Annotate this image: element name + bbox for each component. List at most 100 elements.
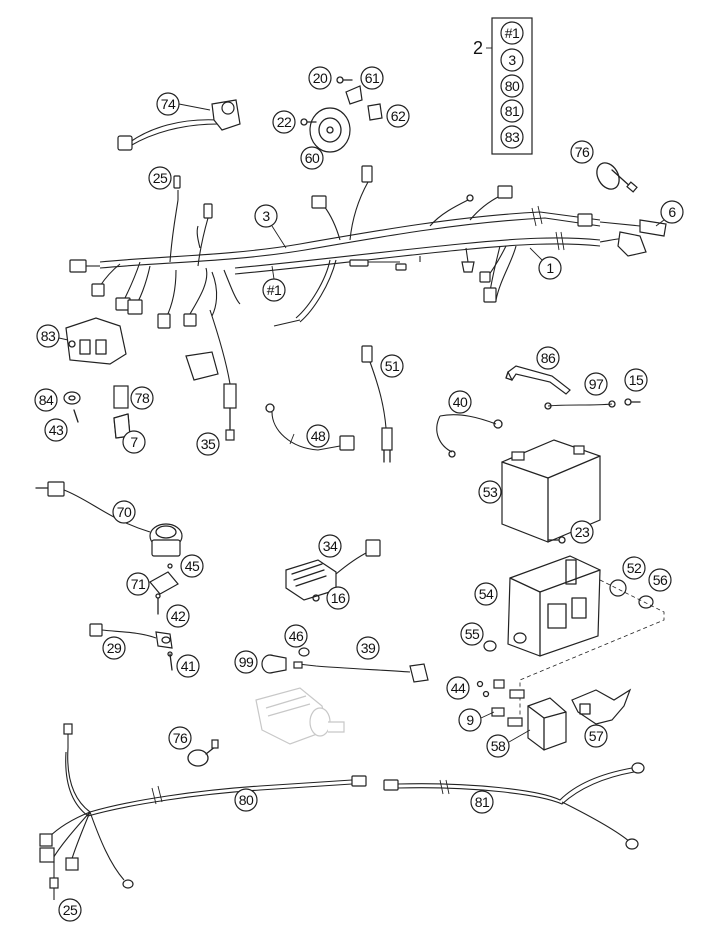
ignition-70 (35, 481, 183, 557)
svg-text:60: 60 (305, 150, 320, 166)
callout-70: 70 (112, 500, 136, 524)
callout-83: 83 (36, 324, 60, 348)
callout-7: 7 (122, 430, 146, 454)
callout-55: 55 (460, 622, 484, 646)
relay-78-7 (113, 385, 131, 439)
grommet-84 (63, 391, 81, 423)
callout-h1: #1 (262, 278, 286, 302)
kit-item-80: 80 (500, 74, 524, 98)
horn-bracket-61 (345, 85, 363, 105)
holder-57 (571, 688, 632, 725)
callout-56: 56 (648, 568, 672, 592)
strap-86 (505, 365, 571, 395)
svg-text:7: 7 (130, 434, 138, 450)
kit-group: 2 #1 3 80 81 83 (473, 17, 533, 155)
callout-80: 80 (234, 788, 258, 812)
callout-40: 40 (448, 390, 472, 414)
cable-48 (265, 403, 355, 451)
callout-78: 78 (130, 386, 154, 410)
svg-text:83: 83 (505, 129, 520, 145)
svg-text:81: 81 (475, 794, 490, 810)
screw-15 (624, 398, 641, 406)
main-harness (69, 165, 667, 329)
svg-text:83: 83 (41, 328, 56, 344)
cable-tie-76-bottom (187, 739, 219, 767)
callout-44: 44 (446, 676, 470, 700)
callout-61: 61 (360, 66, 384, 90)
svg-text:97: 97 (589, 376, 604, 392)
svg-text:56: 56 (653, 572, 668, 588)
callout-58: 58 (486, 734, 510, 758)
callout-41: 41 (176, 654, 200, 678)
svg-text:45: 45 (185, 558, 200, 574)
callout-76-top: 76 (570, 140, 594, 164)
callout-25-top: 25 (148, 166, 172, 190)
callout-97: 97 (584, 372, 608, 396)
svg-text:81: 81 (505, 103, 520, 119)
cable-tie-76-top (596, 162, 638, 193)
callout-62: 62 (386, 104, 410, 128)
svg-text:41: 41 (181, 658, 196, 674)
mount-71 (149, 563, 179, 615)
callout-57: 57 (584, 724, 608, 748)
svg-text:25: 25 (153, 170, 168, 186)
svg-text:71: 71 (131, 576, 146, 592)
kit-item-h1: #1 (500, 21, 524, 45)
callout-34: 34 (318, 534, 342, 558)
svg-text:62: 62 (391, 108, 406, 124)
svg-text:44: 44 (451, 680, 466, 696)
svg-text:34: 34 (323, 538, 338, 554)
svg-text:6: 6 (668, 204, 676, 220)
svg-text:76: 76 (173, 730, 188, 746)
svg-text:84: 84 (39, 392, 54, 408)
svg-text:25: 25 (63, 902, 78, 918)
svg-text:58: 58 (491, 738, 506, 754)
svg-text:55: 55 (465, 626, 480, 642)
callout-46: 46 (284, 624, 308, 648)
callout-6: 6 (660, 200, 684, 224)
callout-48: 48 (306, 424, 330, 448)
horn-60 (309, 107, 351, 153)
callout-54: 54 (474, 582, 498, 606)
svg-text:43: 43 (49, 422, 64, 438)
callout-45: 45 (180, 554, 204, 578)
callout-86: 86 (536, 346, 560, 370)
svg-text:3: 3 (508, 52, 516, 68)
svg-text:80: 80 (239, 792, 254, 808)
svg-text:54: 54 (479, 586, 494, 602)
svg-text:76: 76 (575, 144, 590, 160)
callout-9: 9 (458, 708, 482, 732)
callout-16: 16 (326, 586, 350, 610)
callout-74: 74 (156, 92, 180, 116)
svg-text:80: 80 (505, 78, 520, 94)
svg-text:20: 20 (313, 70, 328, 86)
callout-15: 15 (624, 368, 648, 392)
callout-81: 81 (470, 790, 494, 814)
svg-text:16: 16 (331, 590, 346, 606)
sensor-51 (361, 345, 393, 463)
svg-text:40: 40 (453, 394, 468, 410)
starter-motor-ghost (255, 687, 345, 745)
cable-40 (436, 414, 503, 458)
kit-label: 2 (473, 38, 483, 58)
harness-80 (39, 723, 367, 900)
svg-text:22: 22 (277, 114, 292, 130)
svg-text:29: 29 (107, 640, 122, 656)
svg-text:35: 35 (201, 436, 216, 452)
callout-25-bottom: 25 (58, 898, 82, 922)
svg-text:23: 23 (575, 524, 590, 540)
cap-99 (261, 654, 287, 674)
part-74-switch-cable (117, 99, 241, 151)
battery-box-54 (483, 536, 665, 720)
svg-text:70: 70 (117, 504, 132, 520)
clip-62 (367, 103, 383, 121)
svg-text:9: 9 (466, 712, 474, 728)
bracket-83 (65, 317, 127, 365)
svg-text:39: 39 (361, 640, 376, 656)
callout-3: 3 (254, 204, 278, 228)
svg-text:86: 86 (541, 350, 556, 366)
svg-text:#1: #1 (267, 282, 282, 298)
svg-text:53: 53 (483, 484, 498, 500)
callout-20: 20 (308, 66, 332, 90)
relay-58 (476, 679, 567, 751)
